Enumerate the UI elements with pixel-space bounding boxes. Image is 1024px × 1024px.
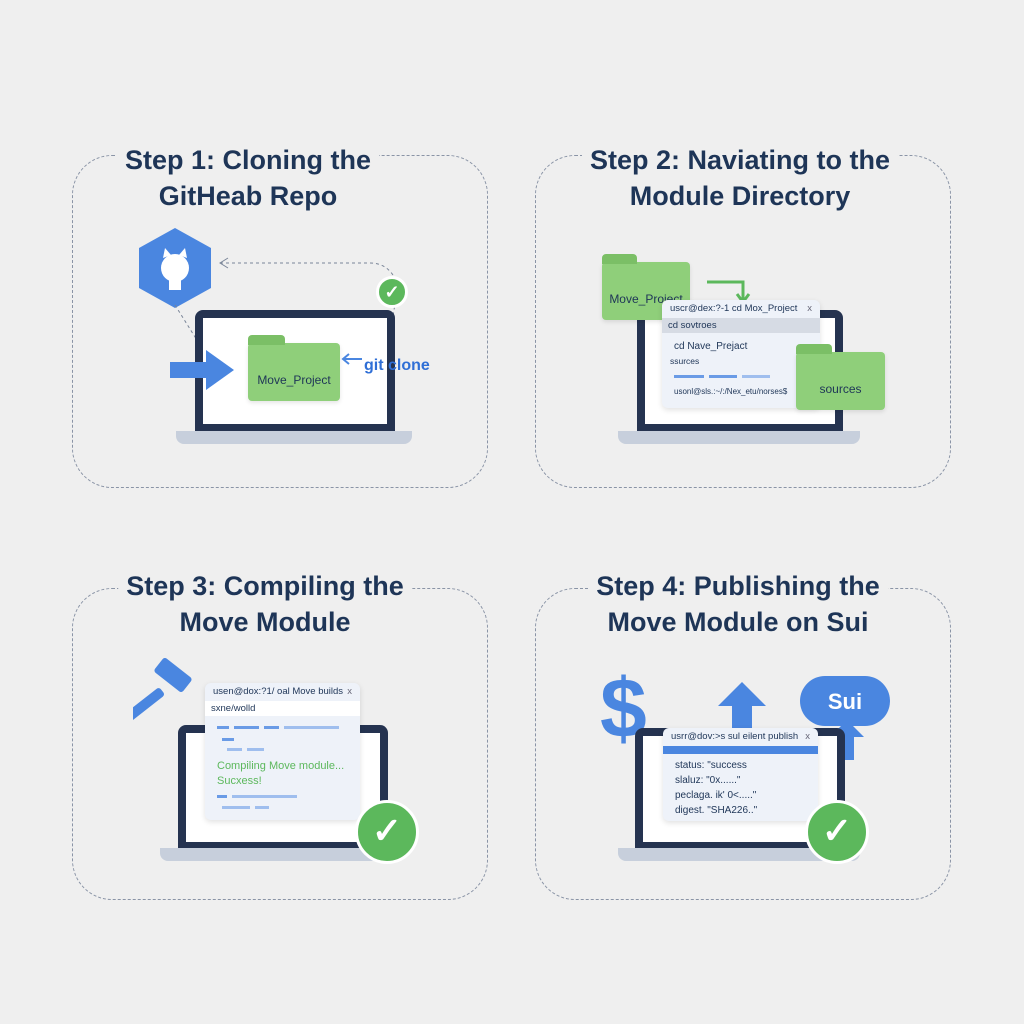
upload-arrow-icon	[718, 682, 766, 732]
sources-folder: sources	[796, 344, 885, 410]
laptop-base	[160, 848, 405, 861]
git-clone-label: git clone	[364, 357, 430, 374]
close-icon[interactable]: x	[347, 686, 352, 697]
close-icon[interactable]: x	[805, 731, 810, 742]
success-check-icon: ✓	[355, 800, 419, 864]
laptop-base	[618, 848, 860, 861]
success-check-icon: ✓	[805, 800, 869, 864]
github-hexagon-icon	[139, 228, 211, 308]
arrow-left-icon	[341, 353, 362, 365]
laptop-base	[618, 431, 860, 444]
hammer-icon	[133, 658, 192, 722]
arrow-right-icon	[170, 350, 234, 390]
sui-cloud-icon: Sui	[800, 676, 890, 726]
laptop-base	[176, 431, 412, 444]
move-project-folder: Move_Project	[248, 335, 340, 401]
close-icon[interactable]: x	[807, 303, 812, 314]
check-icon: ✓	[376, 276, 408, 308]
